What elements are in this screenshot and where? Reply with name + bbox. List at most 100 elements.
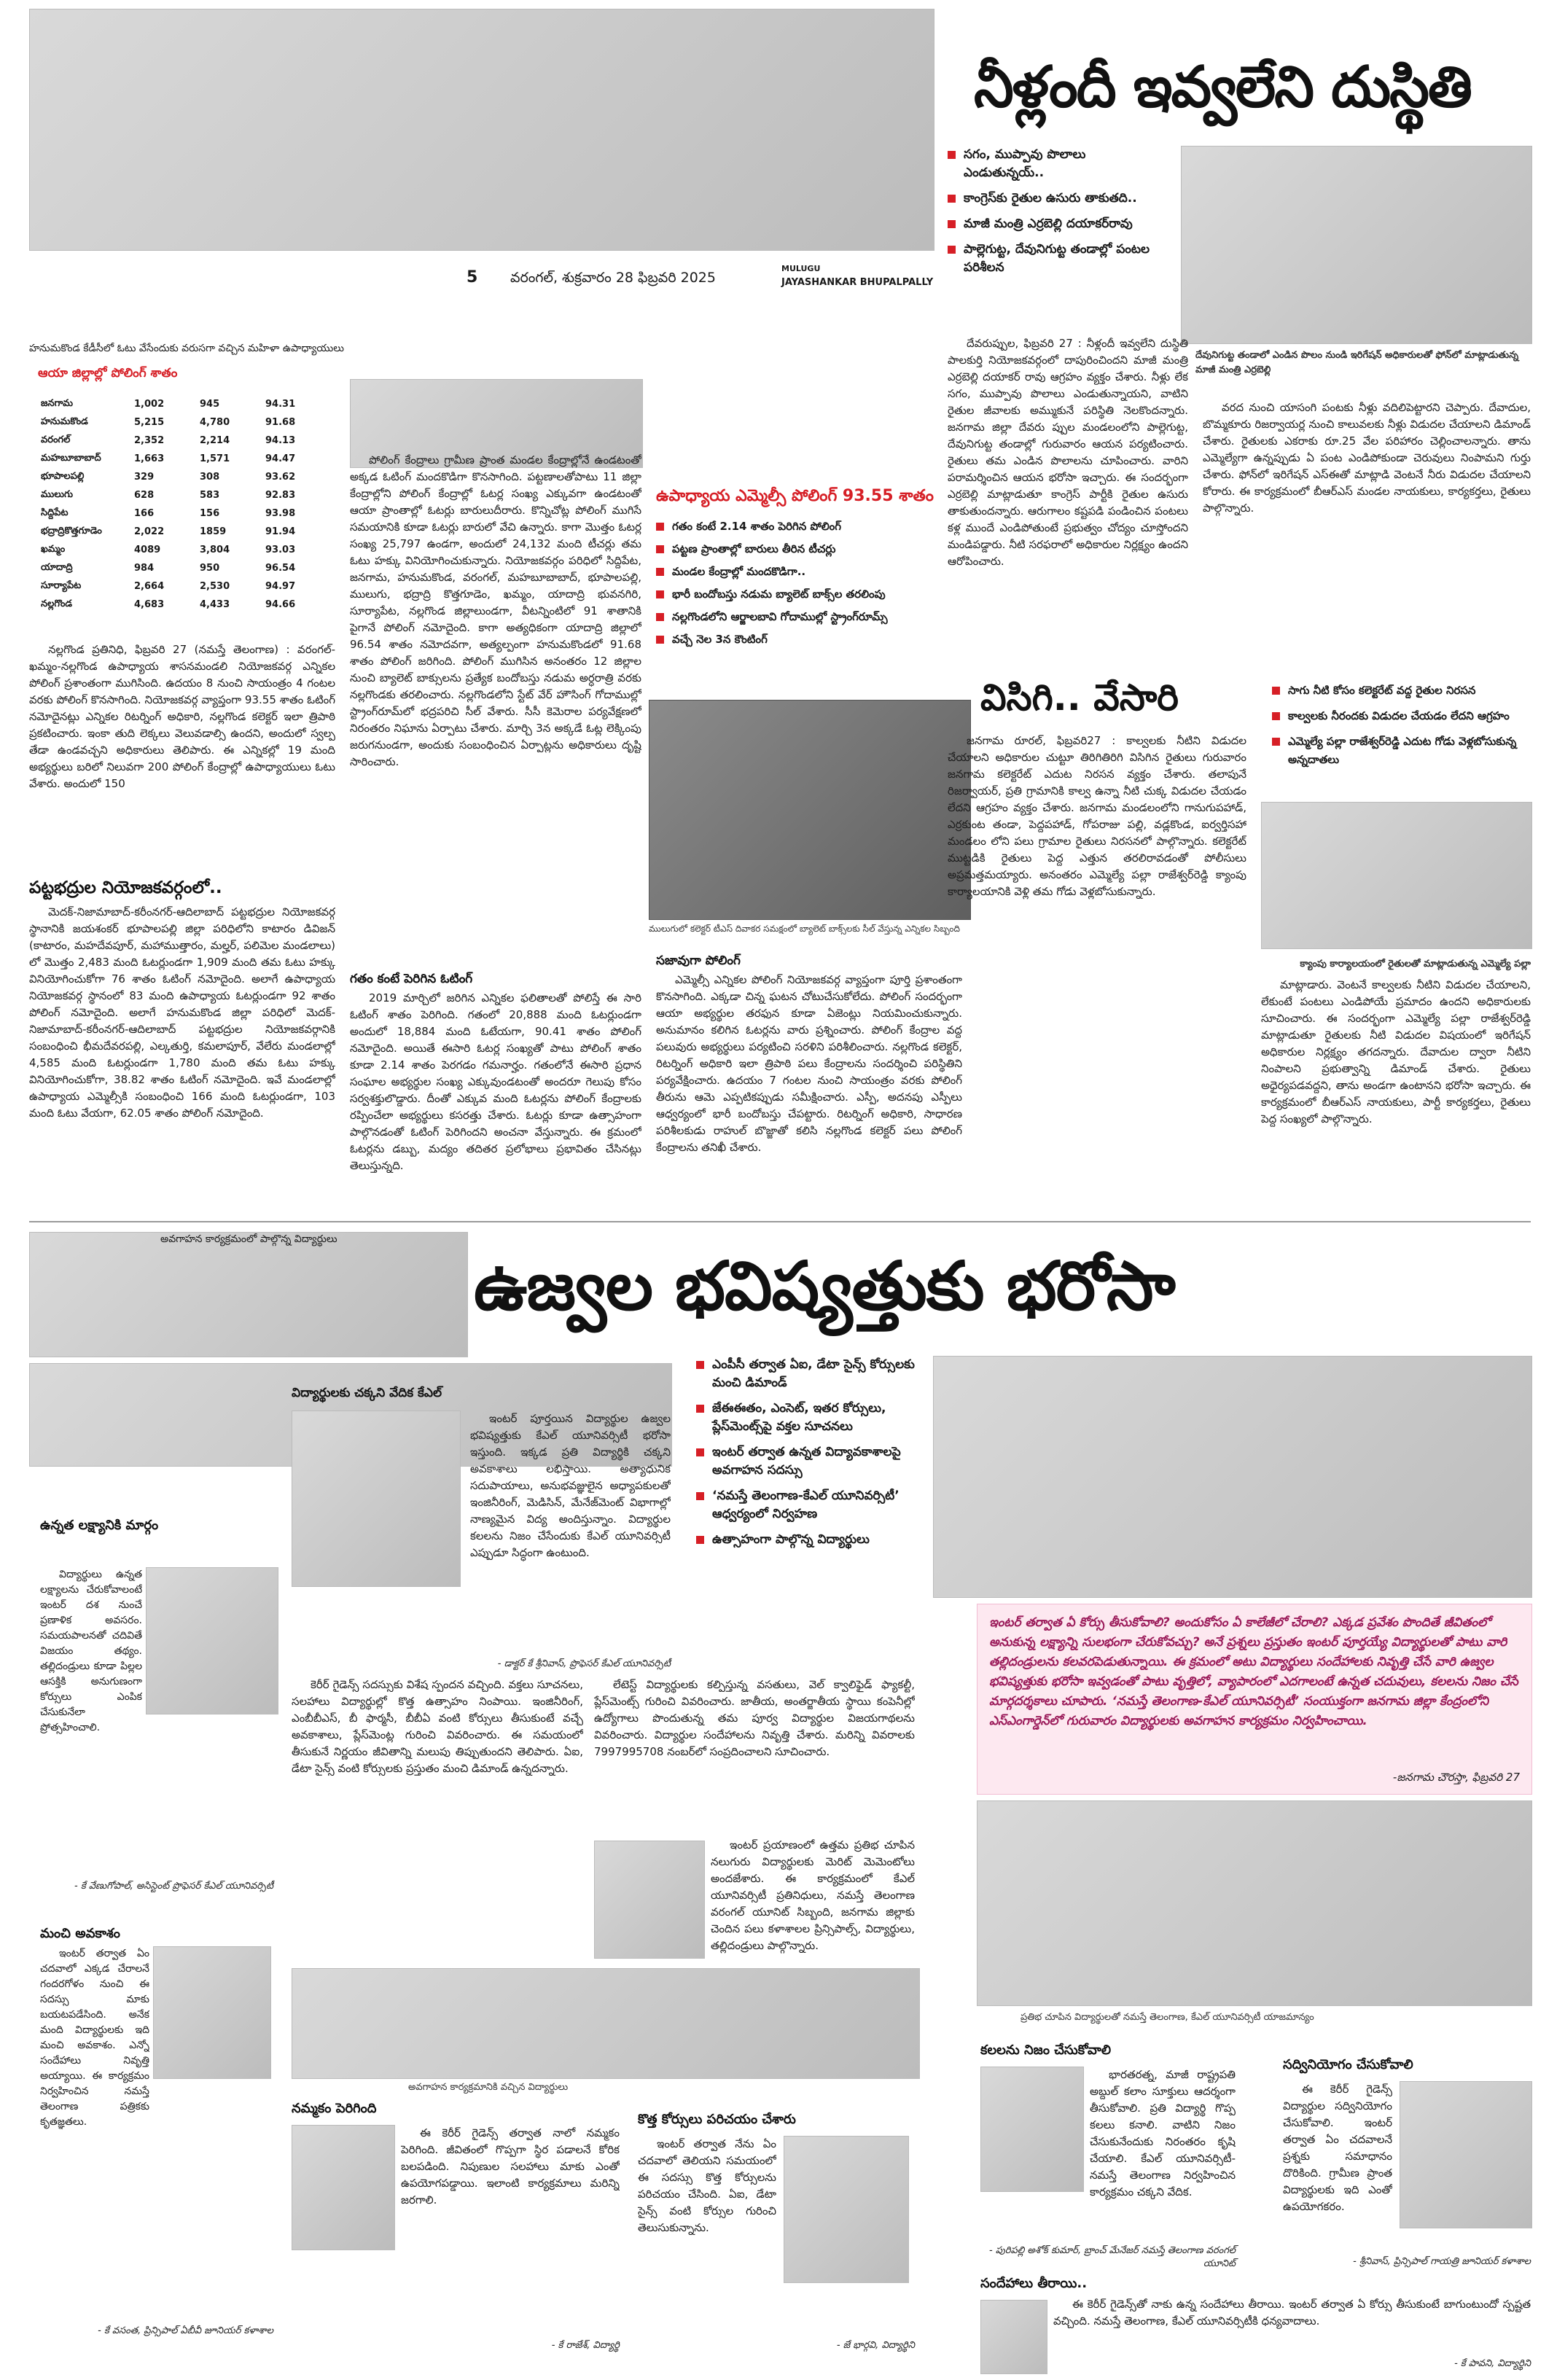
water-bullet: కాంగ్రెస్‌కు రైతుల ఉసురు తాకుతది.. — [948, 190, 1166, 208]
paragraph: దేవరుప్పుల, ఫిబ్రవరి 27 : నీళ్లందీ ఇవ్వల… — [948, 337, 1188, 568]
ujjwala-body-center-1: కెరీర్‌ గైడెన్స్‌ సదస్సుకు విశేష స్పందన … — [292, 1677, 583, 1968]
paragraph: ఇంటర్‌ తర్వాత ఏం చదవాలో ఎక్కడ చేరాలనే గం… — [40, 1948, 149, 2128]
vasori-body-2: మాట్లాడారు. వెంటనే కాల్వలకు నీటిని విడుద… — [1261, 977, 1531, 1214]
ujjwala-box-signature: - డాక్టర్‌ కే శ్రీనివాస్‌, ప్రొఫెసర్‌ కే… — [497, 1658, 671, 1669]
t1-title: మంచి అవకాశం — [40, 1926, 120, 1941]
paragraph: ఇంటర్‌ ప్రయాణంలో ఉత్తమ ప్రతిభ చూపిన నలుగ… — [711, 1838, 915, 1952]
t5-portrait — [1400, 2081, 1532, 2228]
value-cell: 4089 — [134, 545, 161, 555]
vasori-body-1: జనగామ రూరల్‌, ఫిబ్రవరి27 : కాల్వలకు నీటి… — [948, 733, 1246, 1214]
ujjwala-unnata-body: విద్యార్థులు ఉన్నత లక్ష్యాలను చేరుకోవాలం… — [40, 1567, 142, 1873]
polling-bullet: నల్లగొండలోని ఆర్జాలబావి గోదాముల్లో స్ట్ర… — [656, 608, 991, 626]
paragraph: విద్యార్థులు ఉన్నత లక్ష్యాలను చేరుకోవాలం… — [40, 1569, 142, 1733]
value-cell: 4,683 — [134, 599, 165, 610]
value-cell: 329 — [134, 472, 155, 483]
paragraph: మెదక్‌-నిజామాబాద్‌-కరీంనగర్‌-ఆదిలాబాద్‌ … — [29, 905, 335, 1120]
paragraph: లేటెస్ట్‌ విద్యార్థులకు కల్పిస్తున్న వసత… — [594, 1678, 915, 1758]
value-cell: 91.94 — [265, 526, 296, 537]
t4-signature: - పురిపల్లి అశోక్‌ కుమార్‌, బ్రాంచ్‌ మేన… — [988, 2245, 1236, 2269]
t5-title: సద్వినియోగం చేసుకోవాలి — [1283, 2057, 1413, 2072]
district-cell: వరంగల్‌ — [41, 434, 71, 445]
ujjwala-photo-stage — [933, 1356, 1532, 1598]
t1-signature: - కే వసంత, ప్రిన్సిపాల్‌ ఏబీవీ జూనియర్‌ … — [98, 2325, 273, 2336]
value-cell: 94.47 — [265, 453, 296, 464]
section-divider — [29, 1221, 1531, 1222]
polling-body-left-2: మెదక్‌-నిజామాబాద్‌-కరీంనగర్‌-ఆదిలాబాద్‌ … — [29, 904, 335, 1210]
value-cell: 94.97 — [265, 581, 296, 592]
ujjwala-body-center-2: లేటెస్ట్‌ విద్యార్థులకు కల్పిస్తున్న వసత… — [594, 1677, 915, 1837]
polling-body-mid: పోలింగ్‌ కేంద్రాలు గ్రామీణ ప్రాంత మండల క… — [350, 452, 641, 962]
t2-body: ఈ కెరీర్‌ గైడెన్స్‌ తర్వాత నాలో నమ్మకం ప… — [401, 2125, 620, 2329]
paragraph: నల్లగొండ ప్రతినిధి, ఫిబ్రవరి 27 (నమస్తే … — [29, 643, 335, 790]
polling-photo-ballot — [649, 700, 971, 920]
t5-signature: - శ్రీనివాస్‌, ప్రిన్సిపాల్‌ గాయత్రి జూన… — [1353, 2256, 1531, 2267]
t6-portrait — [980, 2300, 1047, 2374]
district-cell: నల్లగొండ — [41, 598, 73, 609]
ujjwala-dateline: -జనగామ చౌరస్తా, ఫిబ్రవరి 27 — [1392, 1771, 1520, 1784]
t3-body: ఇంటర్‌ తర్వాత నేను ఏం చదవాలో తెలియని సమయ… — [638, 2136, 776, 2333]
water-bullet: మాజీ మంత్రి ఎర్రబెల్లి దయాకర్‌రావు — [948, 215, 1166, 233]
t6-signature: - కే పావని, విద్యార్థిని — [1454, 2358, 1531, 2369]
water-caption: దేవునిగుట్ట తండాలో ఎండిన పొలం నుండి ఇరిగ… — [1195, 350, 1519, 375]
value-cell: 984 — [134, 563, 155, 574]
value-cell: 166 — [134, 508, 155, 519]
value-cell: 2,530 — [200, 581, 230, 592]
value-cell: 3,804 — [200, 545, 230, 555]
date-line: వరంగల్‌, శుక్రవారం 28 ఫిబ్రవరి 2025 — [510, 270, 716, 286]
value-cell: 91.68 — [265, 417, 296, 428]
paragraph: పోలింగ్‌ కేంద్రాలు గ్రామీణ ప్రాంత మండల క… — [350, 453, 641, 768]
polling-subhead-graduates: పట్టభద్రుల నియోజకవర్గంలో.. — [29, 878, 222, 897]
value-cell: 583 — [200, 490, 220, 501]
paragraph: భారతరత్న, మాజీ రాష్ట్రపతి అబ్దుల్‌ కలాం … — [1090, 2068, 1236, 2198]
polling-bullet: మండల కేంద్రాల్లో మందకొడిగా.. — [656, 563, 991, 581]
ujjwala-bullets: ఎంపీసీ తర్వాత ఏఐ, డేటా సైన్స్‌ కోర్సులకు… — [696, 1356, 922, 1556]
polling-photo-caption: ములుగులో కలెక్టర్‌ టీఎస్‌ దివాకర సమక్షంల… — [649, 924, 960, 934]
ujjwala-photo-caption-right: ప్రతిభ చూపిన విద్యార్థులతో నమస్తే తెలంగా… — [1021, 2012, 1314, 2023]
polling-body-mid-2: 2019 మార్చిలో జరిగిన ఎన్నికల ఫలితాలతో పో… — [350, 990, 641, 1212]
paragraph: మాట్లాడారు. వెంటనే కాల్వలకు నీటిని విడుద… — [1261, 978, 1531, 1125]
ujjwala-bullet: ఉత్సాహంగా పాల్గొన్న విద్యార్థులు — [696, 1531, 922, 1549]
value-cell: 96.54 — [265, 563, 296, 574]
vasori-headline: విసిగి.. వేసారి — [980, 676, 1179, 719]
edition-line-1: MULUGU — [781, 264, 821, 273]
masthead: 5 వరంగల్‌, శుక్రవారం 28 ఫిబ్రవరి 2025 MU… — [467, 264, 962, 296]
value-cell: 93.98 — [265, 508, 296, 519]
value-cell: 1,571 — [200, 453, 230, 464]
value-cell: 94.66 — [265, 599, 296, 610]
vasori-photo — [1261, 802, 1532, 949]
polling-kicker: హనుమకొండ కేడీసీలో ఓటు వేసేందుకు వరుసగా వ… — [29, 343, 345, 354]
value-cell: 156 — [200, 508, 220, 519]
ujjwala-portrait-2 — [146, 1567, 278, 1714]
value-cell: 1,663 — [134, 453, 165, 464]
ujjwala-bullet: ఎంపీసీ తర్వాత ఏఐ, డేటా సైన్స్‌ కోర్సులకు… — [696, 1356, 922, 1392]
ujjwala-bullet: ‘నమస్తే తెలంగాణ-కేఎల్‌ యూనివర్సిటీ’ ఆధ్వ… — [696, 1487, 922, 1523]
edition-line-2: JAYASHANKAR BHUPALPALLY — [781, 277, 934, 288]
ujjwala-body-center-3: ఇంటర్‌ ప్రయాణంలో ఉత్తమ ప్రతిభ చూపిన నలుగ… — [711, 1837, 915, 2019]
paragraph: ఈ కెరీర్‌ గైడెన్స్‌ విద్యార్థుల సద్వినియ… — [1283, 2083, 1392, 2213]
polling-table-title: ఆయా జిల్లాల్లో పోలింగ్‌ శాతం — [38, 366, 178, 381]
value-cell: 2,022 — [134, 526, 165, 537]
ujjwala-unnata-signature: - కే వేణుగోపాల్‌, అసిస్టెంట్‌ ప్రొఫెసర్‌… — [74, 1881, 273, 1892]
t3-portrait — [784, 2136, 909, 2283]
ujjwala-intro-box: ఇంటర్‌ తర్వాత ఏ కోర్సు తీసుకోవాలి? అందుక… — [977, 1604, 1532, 1795]
ujjwala-photo-award — [977, 1800, 1532, 2006]
ujjwala-portrait-1 — [292, 1411, 461, 1587]
district-cell: జనగామ — [41, 397, 73, 409]
paragraph: ఈ కెరీర్‌ గైడెన్స్‌ తర్వాత నాలో నమ్మకం ప… — [401, 2126, 620, 2207]
district-cell: ములుగు — [41, 488, 74, 500]
vasori-bullet: కాల్వలకు నీరందకు విడుదల చేయడం లేదని ఆగ్ర… — [1272, 707, 1534, 725]
water-photo-field — [1181, 146, 1532, 344]
polling-body-left: నల్లగొండ ప్రతినిధి, ఫిబ్రవరి 27 (నమస్తే … — [29, 641, 335, 875]
polling-subhead-right: సజావుగా పోలింగ్‌ — [656, 953, 741, 968]
ujjwala-photo-caption-mid: అవగాహన కార్యక్రమానికి వచ్చిన విద్యార్థుల… — [408, 2082, 569, 2093]
ujjwala-bullet: జేఈఈతం, ఎంసెట్‌, ఇతర కోర్సులు, ప్లేస్‌మె… — [696, 1400, 922, 1436]
